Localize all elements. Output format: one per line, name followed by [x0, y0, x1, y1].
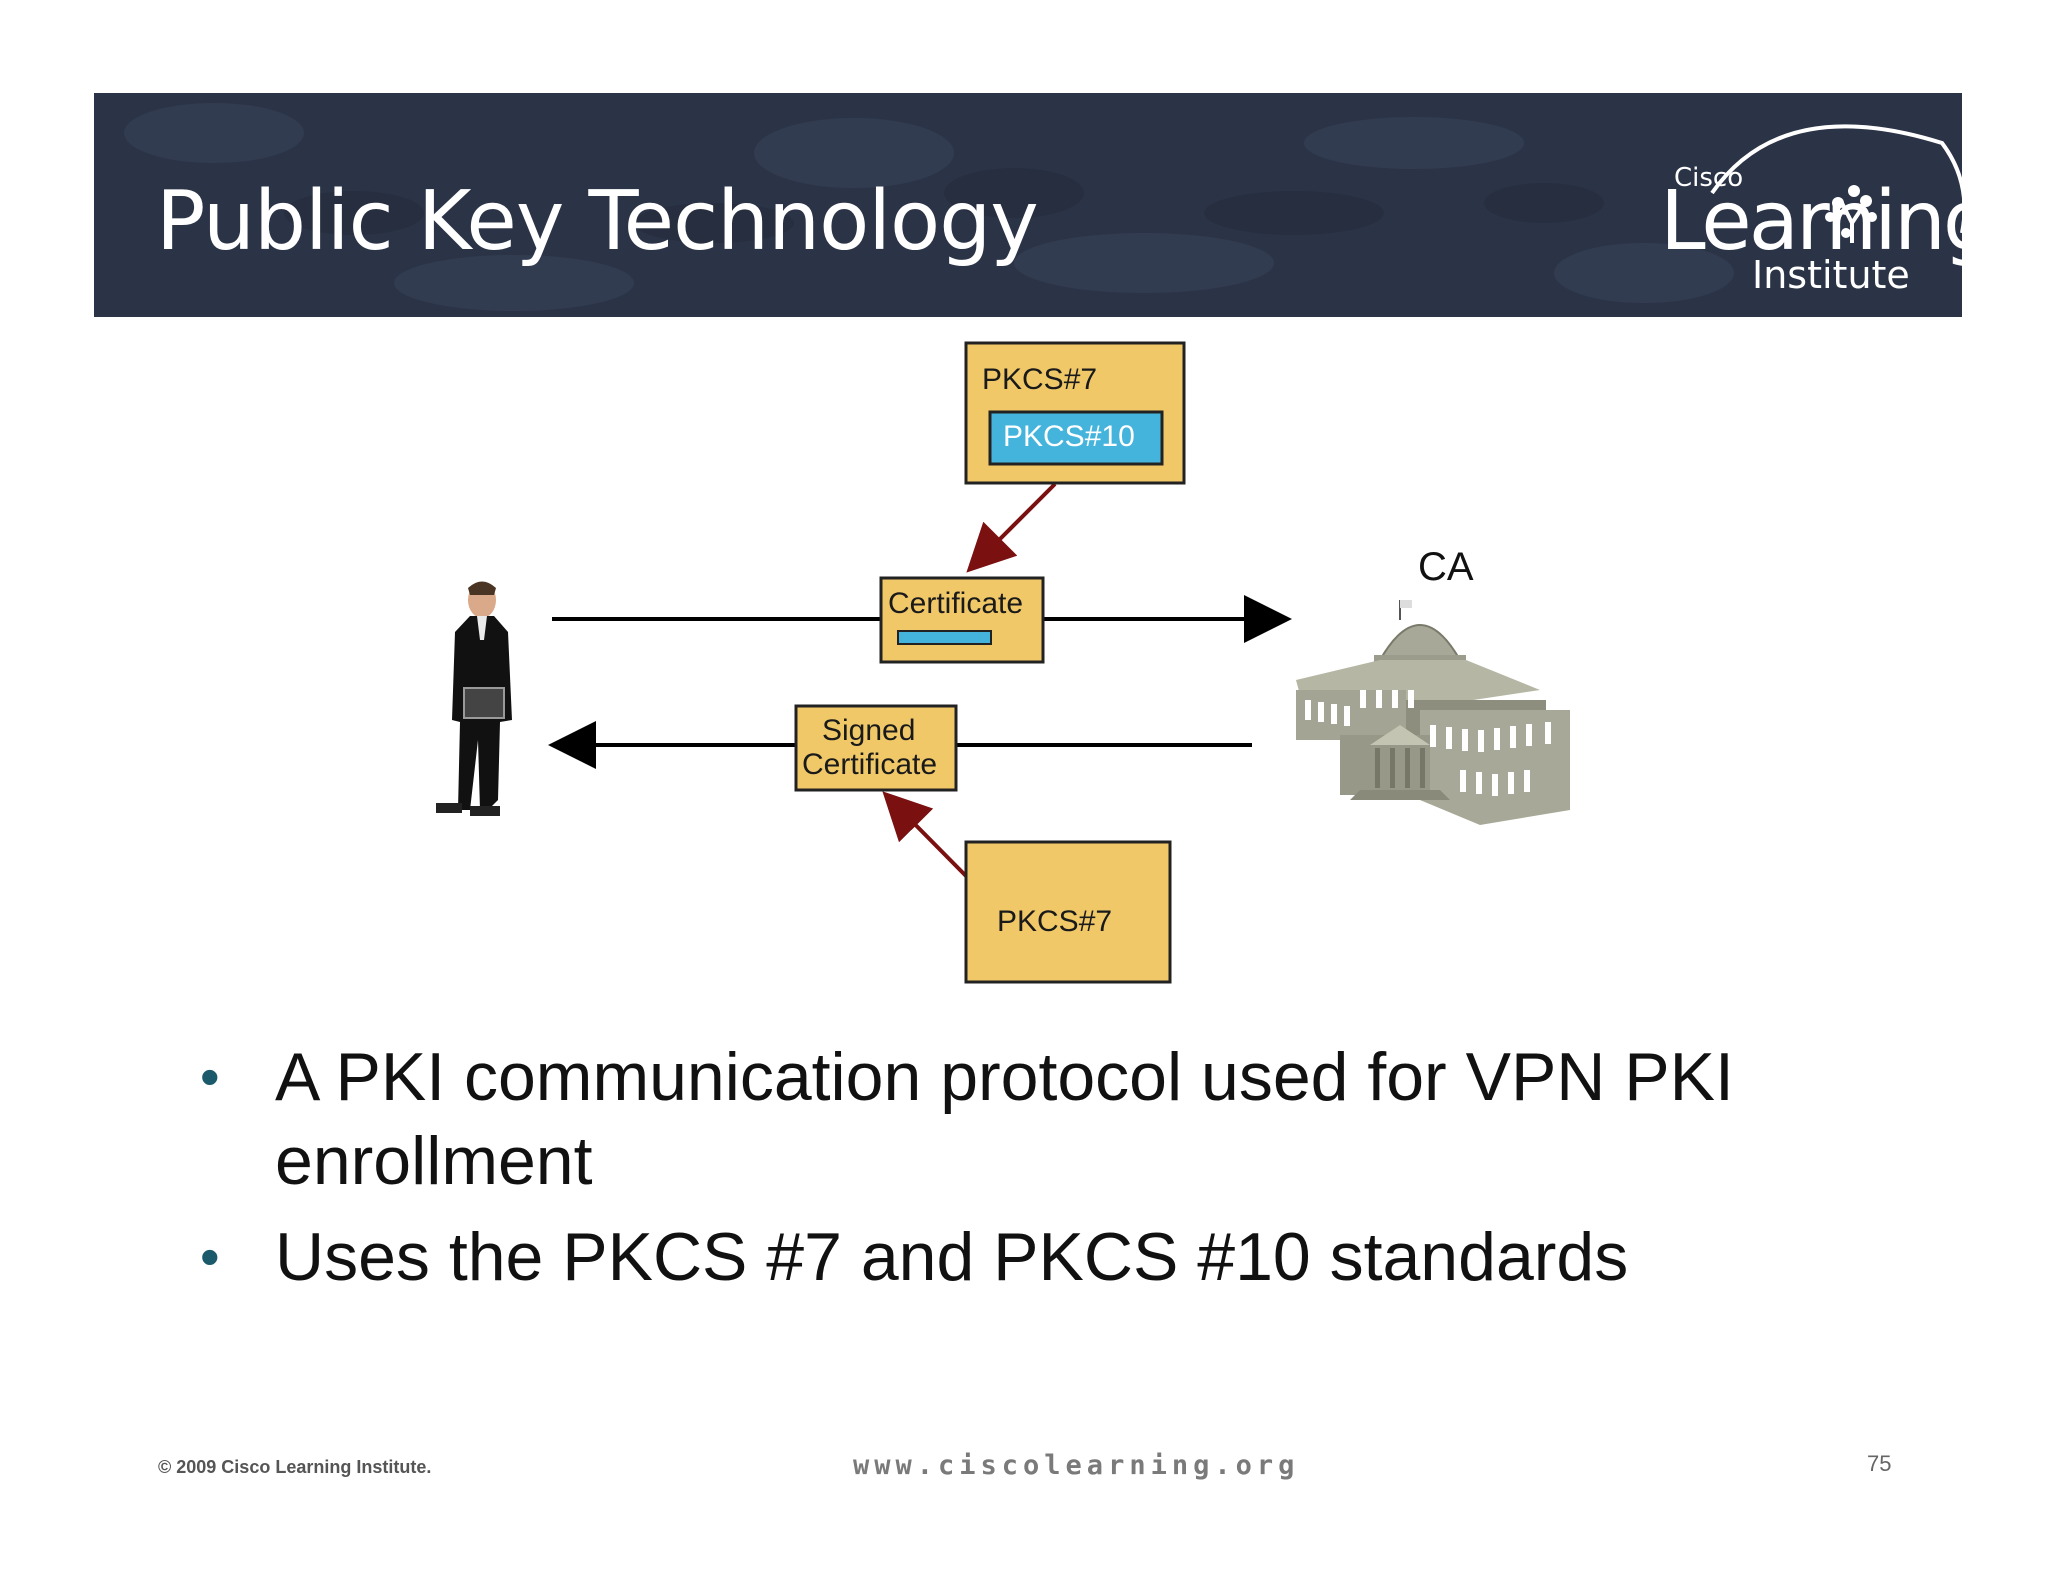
bullet-item: • A PKI communication protocol used for V… — [200, 1035, 1900, 1203]
header-texture — [124, 103, 1734, 311]
footer-url: www.ciscolearning.org — [853, 1450, 1300, 1481]
cisco-learning-logo: Cisco Learning Institute — [1642, 93, 1962, 317]
pkcs7-to-signed-certificate-arrow — [882, 791, 970, 880]
signed-certificate-box — [794, 704, 958, 792]
logo-learning-text: Learning — [1660, 174, 1962, 269]
certificate-label: Certificate — [888, 587, 1024, 620]
tree-arc-icon — [1710, 124, 1962, 243]
bullet-list: • A PKI communication protocol used for V… — [200, 1035, 1900, 1311]
page-number: 75 — [1867, 1451, 1892, 1476]
user-person-icon — [436, 581, 512, 816]
bullet-text: A PKI communication protocol used for VP… — [275, 1039, 1734, 1199]
pkcs7-to-certificate-arrow — [966, 482, 1057, 573]
response-pkcs7-box — [964, 840, 1172, 984]
header-banner: Public Key Technology Cisco Learning Ins… — [94, 93, 1962, 317]
certificate-box — [879, 576, 1045, 664]
certificate-bar — [897, 630, 992, 645]
bullet-text: Uses the PKCS #7 and PKCS #10 standards — [275, 1219, 1629, 1295]
logo-institute-text: Institute — [1752, 253, 1910, 297]
request-pkcs7-label: PKCS#7 — [982, 363, 1098, 396]
request-pkcs10-box — [988, 410, 1164, 466]
bullet-dot-icon: • — [200, 1225, 220, 1288]
ca-building-icon — [1296, 600, 1570, 825]
logo-cisco-text: Cisco — [1674, 163, 1744, 193]
request-pkcs10-label: PKCS#10 — [1003, 420, 1135, 453]
signed-certificate-label-line2: Certificate — [802, 748, 938, 781]
bullet-dot-icon: • — [200, 1045, 220, 1108]
response-pkcs7-label: PKCS#7 — [997, 905, 1113, 938]
ca-label: CA — [1418, 545, 1474, 589]
signed-certificate-label-line1: Signed — [822, 714, 916, 747]
page-title: Public Key Technology — [156, 174, 1039, 269]
footer-copyright: © 2009 Cisco Learning Institute. — [158, 1457, 432, 1477]
bullet-item: • Uses the PKCS #7 and PKCS #10 standards — [200, 1215, 1900, 1299]
